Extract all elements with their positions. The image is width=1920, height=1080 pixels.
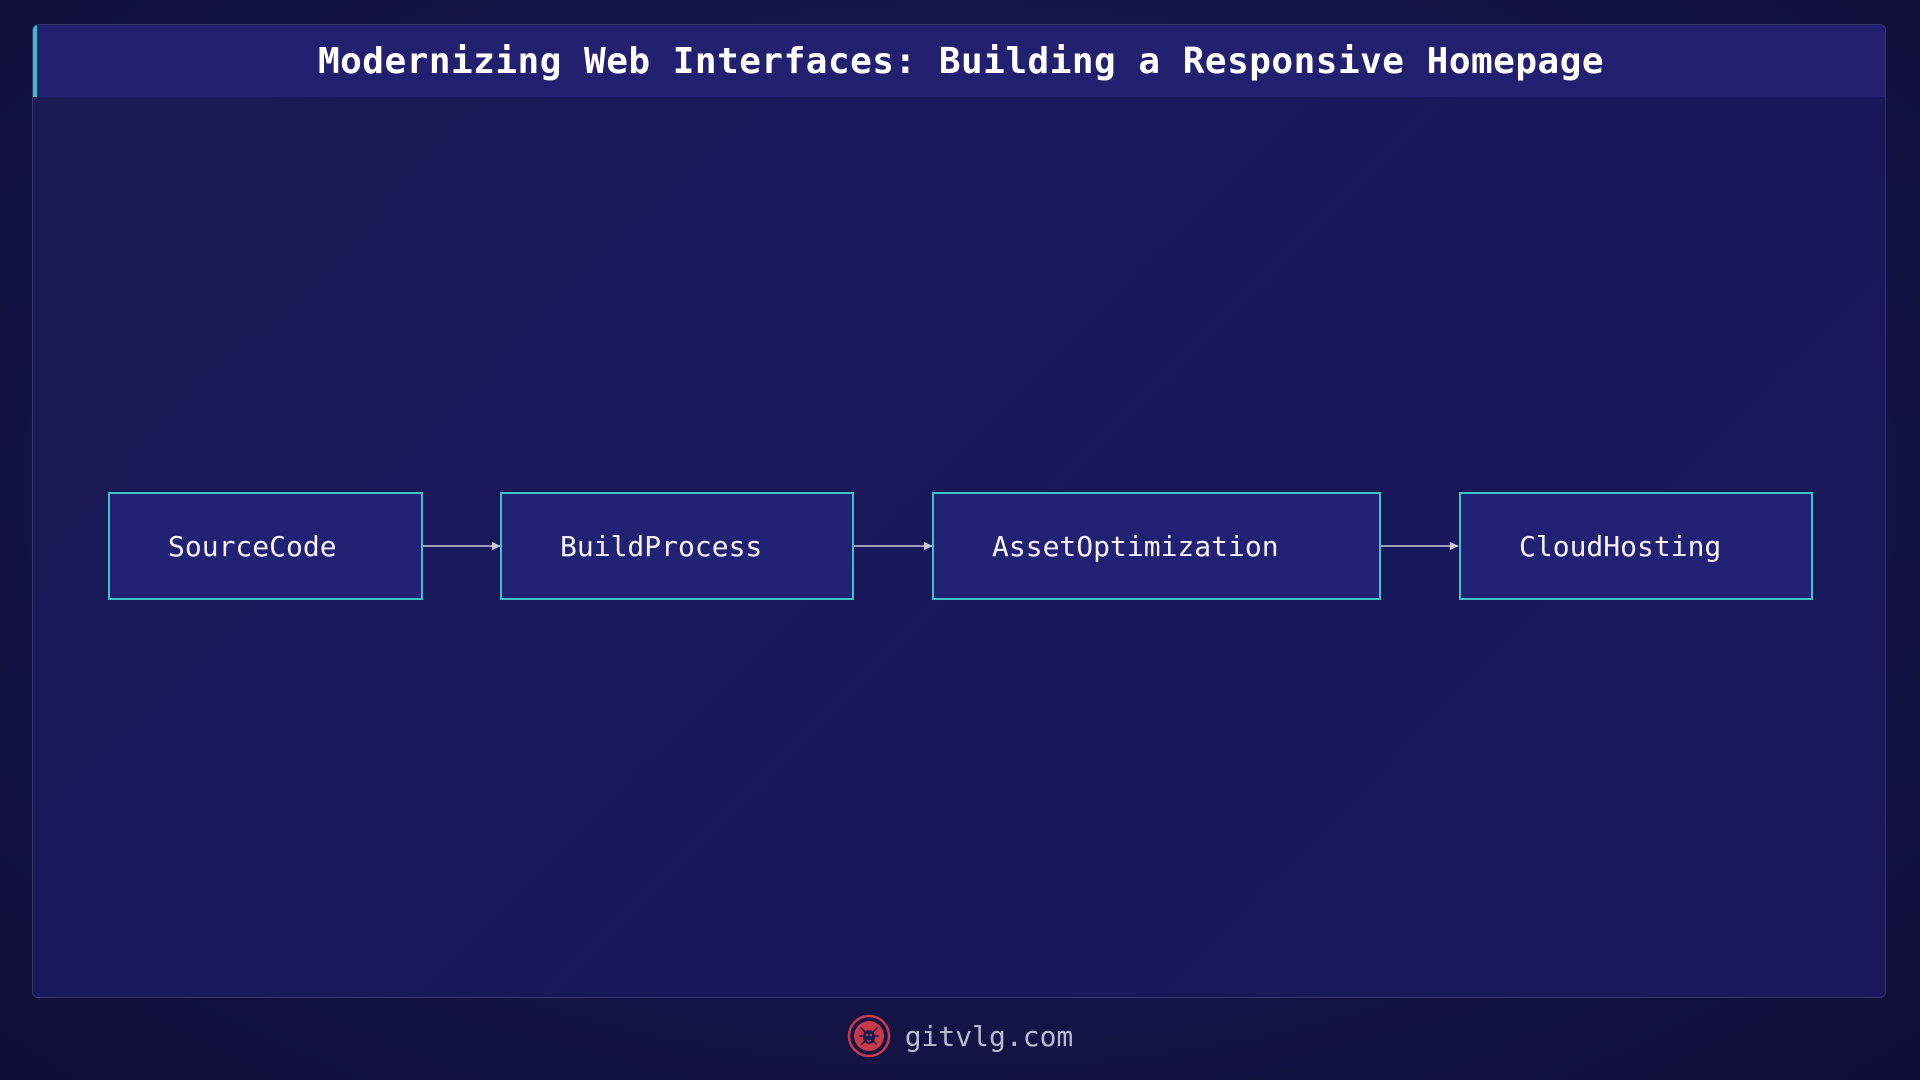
node-source-code: SourceCode: [108, 492, 423, 600]
page-title: Modernizing Web Interfaces: Building a R…: [317, 40, 1605, 82]
node-build-process: BuildProcess: [500, 492, 854, 600]
title-bar: Modernizing Web Interfaces: Building a R…: [33, 25, 1885, 97]
node-cloud-hosting: CloudHosting: [1459, 492, 1813, 600]
footer: gitvlg.com: [0, 1010, 1920, 1062]
node-asset-optimization: AssetOptimization: [932, 492, 1381, 600]
footer-site-link[interactable]: gitvlg.com: [904, 1019, 1074, 1053]
lion-logo-icon: [847, 1014, 890, 1058]
